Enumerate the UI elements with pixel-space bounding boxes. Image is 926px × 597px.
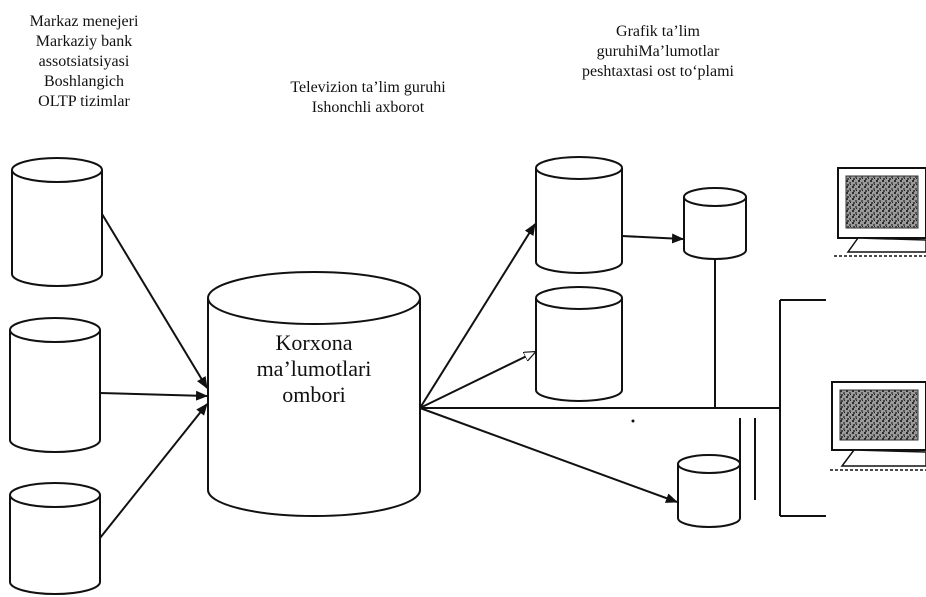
source-db-2-icon (9, 317, 101, 453)
data-mart-2-icon (535, 286, 623, 402)
stray-dot (631, 419, 635, 423)
arrow-source-3 (99, 403, 208, 539)
small-db-2-icon (677, 454, 741, 528)
desktop-computer-1-icon (834, 167, 926, 257)
source-db-1-icon (11, 157, 103, 287)
right-group-label: Grafik ta’lim guruhiMa’lumotlar peshtaxt… (582, 23, 734, 80)
data-mart-1-icon (535, 156, 623, 274)
desktop-computer-2-icon (830, 381, 926, 471)
source-systems-label: Markaz menejeri Markaziy bank assotsiats… (29, 13, 139, 110)
middle-group-label: Televizion ta’lim guruhi Ishonchli axbor… (290, 79, 446, 116)
arrow-to-mart-2 (419, 352, 535, 409)
arrow-to-mart-1 (419, 223, 536, 409)
arrow-source-2 (99, 390, 208, 401)
arrow-mart-1-to-small-db-1 (621, 233, 684, 244)
source-db-3-icon (9, 482, 101, 595)
enterprise-warehouse-icon (207, 271, 421, 517)
small-db-1-icon (683, 187, 747, 260)
warehouse-label: Korxona ma’lumotlari ombori (256, 330, 372, 407)
arrow-source-1 (101, 213, 208, 389)
arrow-to-small-db-2 (419, 407, 678, 503)
